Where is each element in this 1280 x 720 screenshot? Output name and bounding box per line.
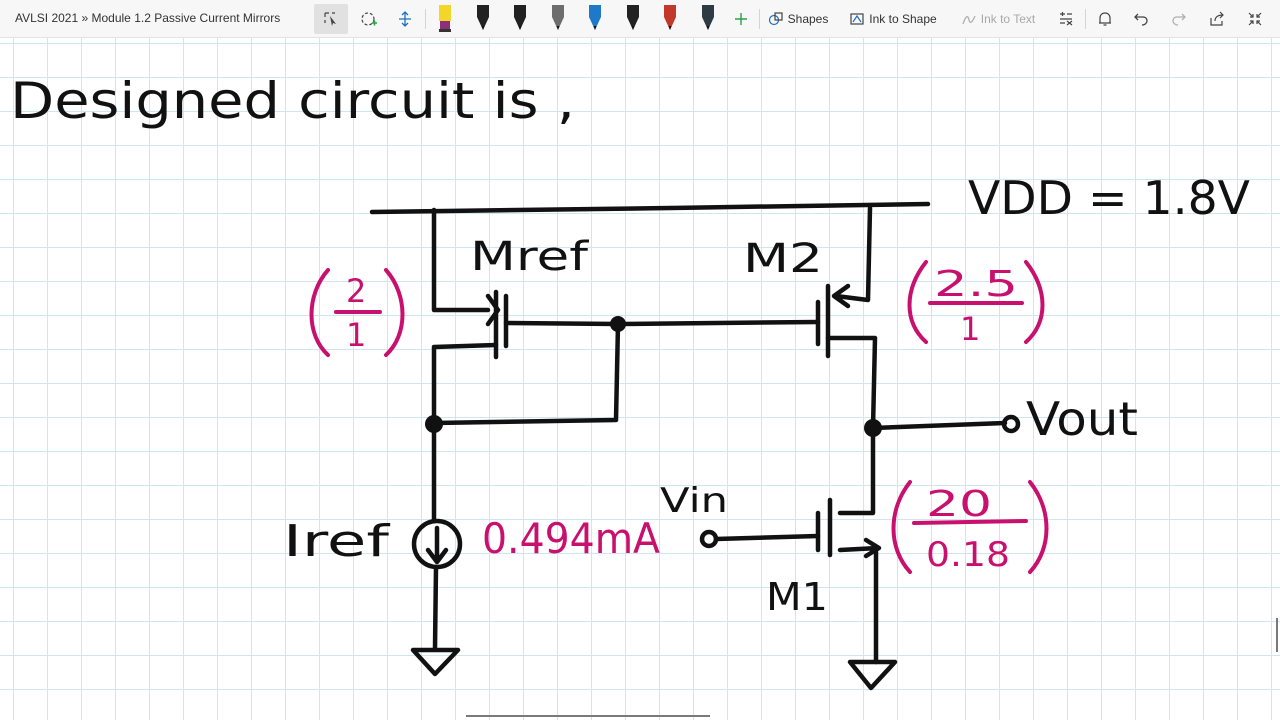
m1-label: M1	[766, 575, 828, 619]
vin-terminal	[699, 529, 719, 549]
pen-icon	[514, 5, 526, 30]
m2-ratio-num: 2.5	[934, 264, 1018, 305]
plus-icon	[735, 13, 747, 25]
pen-icon	[626, 5, 639, 30]
insert-space-icon	[399, 11, 411, 27]
ink-to-shape-icon	[850, 13, 864, 25]
m1-transistor	[815, 425, 898, 691]
mref-ratio: 2 1	[309, 268, 405, 357]
redo-button[interactable]	[1166, 4, 1192, 34]
mref-transistor	[431, 207, 621, 427]
m1-ratio-num: 20	[926, 484, 992, 525]
pen-black-1-button[interactable]	[470, 4, 496, 34]
redo-icon	[1172, 13, 1186, 26]
bell-icon	[1099, 12, 1111, 26]
m1-ratio-den: 0.18	[926, 535, 1010, 575]
gate-node-dot	[610, 316, 626, 332]
ink-to-math-button[interactable]	[1054, 4, 1078, 34]
m2-ratio: 2.5 1	[907, 260, 1045, 348]
lasso-icon	[324, 12, 336, 26]
pen-galaxy-button[interactable]	[657, 4, 683, 34]
document-title: AVLSI 2021 » Module 1.2 Passive Current …	[15, 11, 281, 25]
vout-terminal	[1001, 414, 1021, 434]
add-pen-button[interactable]	[730, 4, 752, 34]
insert-space-button[interactable]	[392, 4, 418, 34]
shapes-icon	[768, 12, 783, 26]
pen-black-3-button[interactable]	[620, 4, 646, 34]
vertical-scrollbar[interactable]	[1276, 618, 1278, 652]
pen-icon	[476, 5, 489, 30]
undo-icon	[1134, 13, 1148, 26]
undo-button[interactable]	[1128, 4, 1154, 34]
ink-drawing: Designed circuit is , VDD = 1.8V Mref M2	[10, 72, 1251, 691]
pen-icon	[701, 5, 714, 30]
math-icon	[1060, 12, 1073, 26]
toolbar-divider	[759, 9, 760, 29]
vdd-rail	[369, 201, 931, 215]
m2-ratio-den: 1	[960, 310, 980, 348]
pen-gray-button[interactable]	[545, 4, 571, 34]
iref-source	[410, 421, 463, 677]
pen-blue-button[interactable]	[582, 4, 608, 34]
shapes-button[interactable]: Shapes	[766, 4, 830, 34]
add-lasso-icon	[361, 12, 377, 26]
ink-to-text-label: Ink to Text	[980, 12, 1036, 26]
notifications-button[interactable]	[1092, 4, 1118, 34]
vdd-label: VDD = 1.8V	[968, 171, 1251, 225]
gate-bias-line	[615, 319, 821, 327]
pen-icon	[664, 5, 676, 30]
mref-ratio-num: 2	[346, 272, 366, 310]
mref-ratio-den: 1	[346, 316, 366, 354]
highlighter-icon	[439, 5, 451, 32]
pen-cyan-dark-button[interactable]	[695, 4, 721, 34]
horizontal-scrollbar[interactable]	[466, 715, 710, 717]
note-canvas[interactable]: Designed circuit is , VDD = 1.8V Mref M2	[0, 38, 1280, 720]
ink-to-shape-label: Ink to Shape	[869, 12, 937, 26]
pen-icon	[589, 5, 601, 30]
ribbon-toolbar: AVLSI 2021 » Module 1.2 Passive Current …	[0, 0, 1280, 38]
iref-value: 0.494mA	[482, 514, 660, 563]
share-icon	[1210, 11, 1224, 26]
vout-label: Vout	[1026, 392, 1138, 446]
vin-label: Vin	[660, 481, 728, 521]
heading-text: Designed circuit is ,	[10, 72, 575, 130]
ink-to-text-button[interactable]: Ink to Text	[956, 4, 1040, 34]
vin-wire	[713, 533, 821, 542]
ink-to-text-icon	[962, 15, 976, 25]
mref-label: Mref	[470, 234, 589, 280]
highlighter-yellow-button[interactable]	[432, 4, 458, 34]
toolbar-divider	[1085, 9, 1086, 29]
lasso-select-button[interactable]	[314, 4, 348, 34]
iref-label: Iref	[283, 516, 391, 567]
m1-ratio: 20 0.18	[891, 480, 1049, 575]
add-space-button[interactable]	[356, 4, 382, 34]
collapse-icon	[1248, 12, 1262, 26]
shapes-label: Shapes	[787, 12, 829, 26]
share-button[interactable]	[1204, 4, 1230, 34]
m2-transistor	[815, 205, 878, 431]
ink-to-shape-button[interactable]: Ink to Shape	[846, 4, 940, 34]
pen-icon	[551, 5, 564, 30]
fullscreen-button[interactable]	[1242, 4, 1268, 34]
pen-black-2-button[interactable]	[507, 4, 533, 34]
toolbar-divider	[425, 9, 426, 29]
diode-connection	[431, 321, 621, 426]
vout-wire	[870, 420, 1008, 431]
m2-label: M2	[743, 236, 823, 282]
